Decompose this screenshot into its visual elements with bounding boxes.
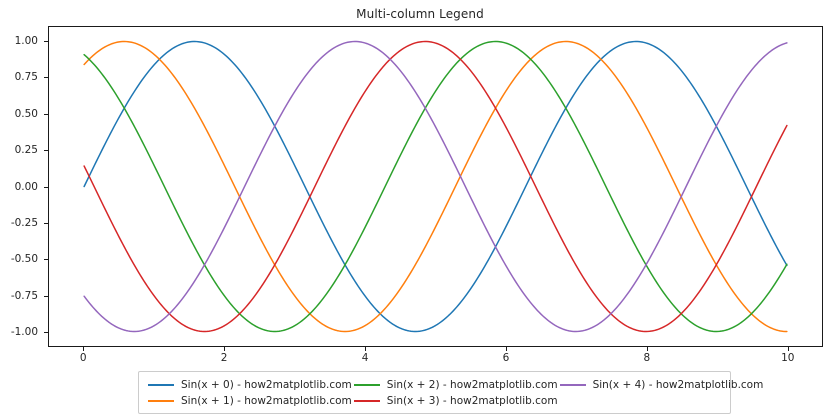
legend-entry[interactable]: Sin(x + 2) - how2matplotlib.com	[352, 377, 558, 392]
plot-lines-svg	[83, 40, 788, 333]
legend-label: Sin(x + 3) - how2matplotlib.com	[386, 394, 558, 407]
y-tick-label: 0.00	[14, 180, 38, 193]
legend-line-swatch-icon	[559, 383, 586, 386]
x-tick-label: 8	[643, 352, 651, 364]
legend-line-swatch-icon	[353, 399, 380, 402]
y-tick-label: -0.50	[10, 253, 38, 266]
x-tick-mark	[787, 347, 789, 351]
legend-label: Sin(x + 1) - how2matplotlib.com	[181, 394, 352, 407]
y-tick-mark	[44, 186, 48, 188]
y-tick-label: -0.75	[10, 289, 38, 302]
y-tick-mark	[44, 222, 48, 224]
x-tick-mark	[365, 347, 367, 351]
y-tick-label: -0.25	[10, 216, 38, 229]
y-tick-label: 0.25	[14, 144, 38, 157]
series-line-3	[83, 40, 788, 333]
y-tick-label: 0.75	[14, 71, 38, 84]
legend-entry[interactable]: Sin(x + 0) - how2matplotlib.com	[146, 377, 352, 392]
x-tick-label: 0	[79, 352, 87, 364]
x-tick-label: 6	[502, 352, 510, 364]
legend-line-swatch-icon	[148, 399, 174, 402]
legend-label: Sin(x + 2) - how2matplotlib.com	[386, 378, 558, 391]
legend-label: Sin(x + 4) - how2matplotlib.com	[592, 378, 764, 391]
y-tick-mark	[44, 150, 48, 152]
y-tick-mark	[44, 259, 48, 261]
y-tick-mark	[44, 295, 48, 297]
series-line-4	[83, 40, 788, 333]
plot-axes-area	[48, 26, 823, 347]
series-line-2	[83, 40, 788, 333]
y-tick-mark	[44, 77, 48, 79]
x-tick-mark	[505, 347, 507, 351]
x-tick-label: 10	[781, 352, 795, 364]
series-line-1	[83, 40, 788, 333]
y-tick-label: -1.00	[10, 326, 38, 339]
x-tick-label: 4	[361, 352, 369, 364]
chart-title: Multi-column Legend	[356, 7, 484, 21]
legend-entry[interactable]: Sin(x + 3) - how2matplotlib.com	[352, 393, 558, 408]
x-tick-mark	[83, 347, 85, 351]
legend-line-swatch-icon	[148, 383, 174, 386]
legend-line-swatch-icon	[353, 383, 380, 386]
y-tick-mark	[44, 40, 48, 42]
legend-entry[interactable]: Sin(x + 4) - how2matplotlib.com	[558, 377, 764, 392]
x-tick-mark	[224, 347, 226, 351]
y-tick-label: 0.50	[14, 107, 38, 120]
series-line-0	[83, 40, 788, 333]
legend-entry[interactable]: Sin(x + 1) - how2matplotlib.com	[146, 393, 352, 408]
x-tick-mark	[646, 347, 648, 351]
y-tick-mark	[44, 332, 48, 334]
legend-label: Sin(x + 0) - how2matplotlib.com	[181, 378, 352, 391]
y-tick-label: 1.00	[14, 34, 38, 47]
y-tick-mark	[44, 113, 48, 115]
x-tick-label: 2	[220, 352, 228, 364]
